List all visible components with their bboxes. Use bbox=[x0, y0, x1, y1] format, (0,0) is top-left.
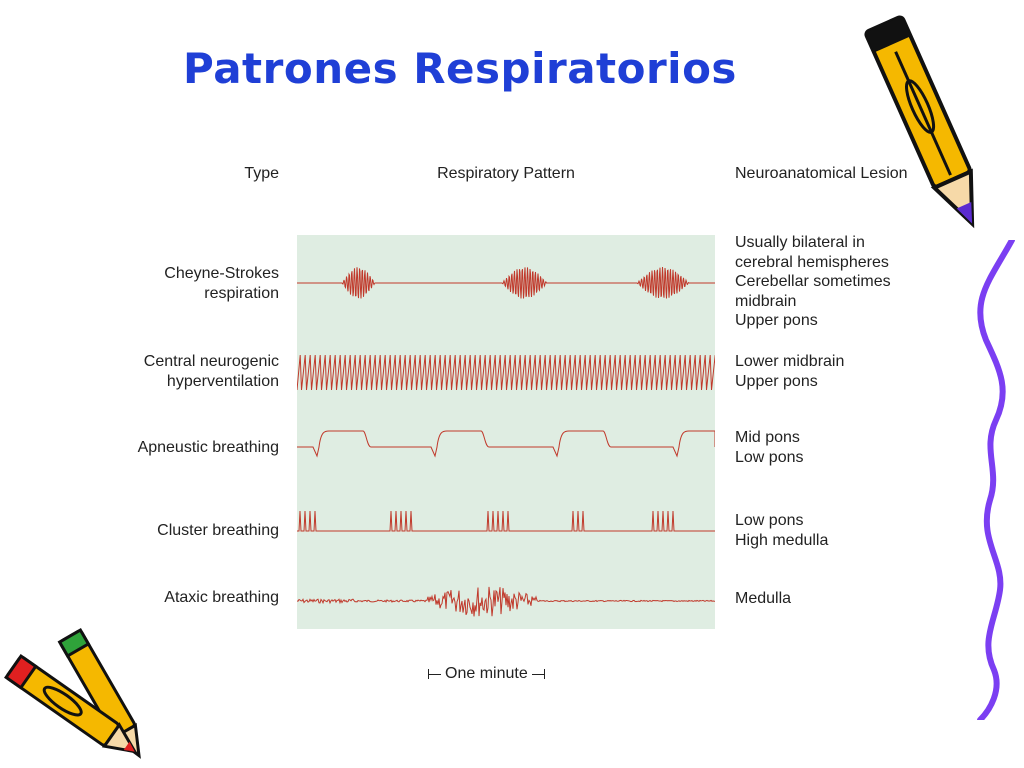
scale-label: One minute bbox=[445, 665, 528, 682]
lesion-line: High medulla bbox=[735, 531, 829, 549]
crossed-pencils-icon bbox=[4, 627, 141, 759]
scale-bar-line bbox=[531, 673, 544, 675]
row-type-apneustic: Apneustic breathing bbox=[79, 438, 279, 458]
header-respiratory-pattern: Respiratory Pattern bbox=[437, 165, 575, 182]
header-type: Type bbox=[244, 165, 279, 182]
lesion-line: Low pons bbox=[735, 448, 804, 466]
lesion-line: Cerebellar sometimes bbox=[735, 273, 891, 290]
pencil-icon bbox=[864, 15, 975, 229]
respiratory-traces bbox=[297, 266, 715, 617]
scale-bar-end bbox=[428, 669, 429, 679]
row-type-line: Cluster breathing bbox=[157, 522, 279, 539]
row-lesion-ataxic: Medulla bbox=[735, 589, 965, 609]
row-type-line: Ataxic breathing bbox=[164, 589, 279, 606]
lesion-line: Medulla bbox=[735, 590, 792, 607]
row-type-line: Central neurogenic bbox=[143, 353, 279, 370]
row-type-line: Apneustic breathing bbox=[137, 439, 279, 456]
lesion-line: Usually bilateral in bbox=[735, 234, 865, 251]
squiggle-border bbox=[977, 240, 1015, 720]
lesion-line: cerebral hemispheres bbox=[735, 253, 889, 271]
slide-title: Patrones Respiratorios bbox=[183, 44, 737, 93]
respiratory-pattern-panel bbox=[297, 235, 715, 629]
lesion-line: Upper pons bbox=[735, 372, 818, 390]
row-type-line: Cheyne-Strokes bbox=[164, 265, 279, 282]
lesion-line: Upper pons bbox=[735, 312, 818, 329]
row-lesion-cluster: Low pons High medulla bbox=[735, 511, 965, 550]
row-type-line: hyperventilation bbox=[166, 373, 279, 390]
row-type-ataxic: Ataxic breathing bbox=[79, 588, 279, 608]
trace-cluster bbox=[297, 510, 715, 532]
trace-ataxic bbox=[297, 586, 715, 617]
row-type-line: respiration bbox=[204, 285, 279, 302]
row-type-cheyne-stokes: Cheyne-Strokes respiration bbox=[79, 264, 279, 304]
header-neuroanatomical-lesion: Neuroanatomical Lesion bbox=[735, 165, 908, 182]
trace-apneustic bbox=[297, 430, 715, 458]
lesion-line: Low pons bbox=[735, 512, 804, 529]
row-type-cluster: Cluster breathing bbox=[79, 521, 279, 541]
row-lesion-central-neurogenic: Lower midbrain Upper pons bbox=[735, 352, 965, 391]
lesion-line: midbrain bbox=[735, 292, 797, 310]
row-type-central-neurogenic: Central neurogenic hyperventilation bbox=[79, 352, 279, 392]
scale-bar-line bbox=[429, 673, 441, 675]
row-lesion-cheyne-stokes: Usually bilateral in cerebral hemisphere… bbox=[735, 233, 965, 331]
lesion-line: Lower midbrain bbox=[735, 353, 845, 370]
time-scale-bar: One minute bbox=[428, 665, 545, 683]
trace-central-neurogenic bbox=[297, 354, 715, 391]
lesion-line: Mid pons bbox=[735, 429, 800, 446]
trace-cheyne-stokes bbox=[297, 266, 715, 299]
scale-bar-end bbox=[543, 669, 545, 679]
row-lesion-apneustic: Mid pons Low pons bbox=[735, 428, 965, 467]
